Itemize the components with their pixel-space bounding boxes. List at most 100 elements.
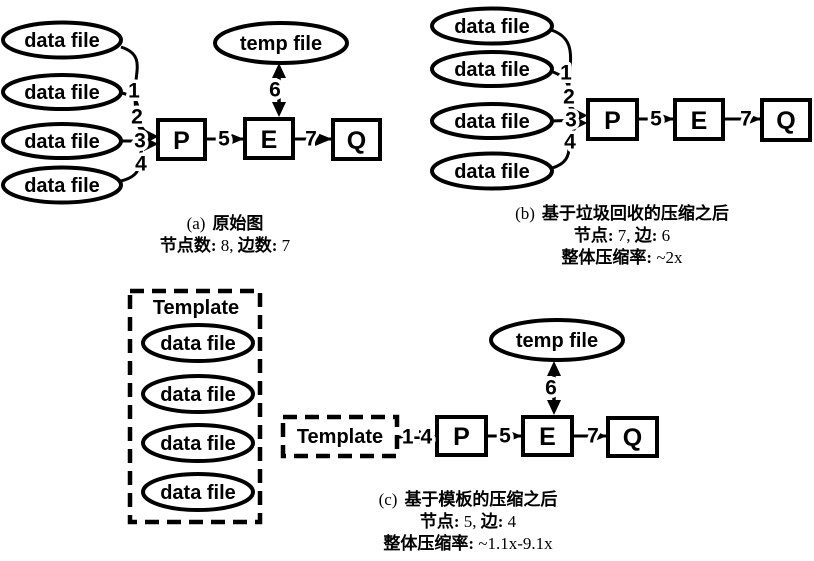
caption-b-ratio-line: 整体压缩率: ~2x bbox=[487, 247, 757, 269]
node-data-file-label: data file bbox=[24, 131, 100, 153]
caption-b-stat1-value: 7, bbox=[617, 226, 635, 245]
caption-a-stat1-value: 8, bbox=[220, 236, 238, 255]
edge-3-label: 3 bbox=[134, 130, 146, 153]
figure-b-gc-compressed: data file data file data file data file … bbox=[430, 6, 812, 191]
node-e bbox=[673, 98, 725, 141]
node-q-label: Q bbox=[776, 107, 795, 135]
caption-a-stat2-label: 边数: bbox=[237, 236, 282, 255]
node-data-file bbox=[141, 374, 255, 414]
template-container-box bbox=[127, 288, 263, 525]
caption-c-ratio-line: 整体压缩率: ~1.1x-9.1x bbox=[333, 533, 603, 555]
arrowhead-into-p bbox=[144, 137, 159, 151]
caption-b-title-line: (b) 基于垃圾回收的压缩之后 bbox=[487, 203, 757, 225]
node-q-label: Q bbox=[623, 424, 642, 452]
node-data-file bbox=[430, 6, 554, 46]
figure-c-template-compressed: Template data file data file data file d… bbox=[127, 288, 659, 525]
edge-2-path bbox=[121, 91, 150, 141]
caption-c-stat2-label: 边: bbox=[480, 512, 508, 531]
edge-7-label: 7 bbox=[305, 128, 317, 151]
caption-c-ratio-value: ~1.1x-9.1x bbox=[478, 534, 553, 553]
caption-b-stat2-label: 边: bbox=[634, 226, 662, 245]
node-data-file-label: data file bbox=[454, 59, 530, 81]
caption-a: (a)原始图 节点数: 8, 边数: 7 bbox=[90, 213, 360, 257]
caption-c: (c) 基于模板的压缩之后 节点: 5, 边: 4 整体压缩率: ~1.1x-9.… bbox=[333, 489, 603, 555]
node-data-file bbox=[141, 472, 255, 512]
caption-b-ratio-value: ~2x bbox=[656, 248, 683, 267]
edge-1-label: 1 bbox=[560, 62, 572, 85]
node-data-file-label: data file bbox=[24, 175, 100, 197]
caption-c-index: (c) bbox=[378, 490, 398, 509]
edge-3-label: 3 bbox=[565, 109, 577, 132]
arrowhead-into-p bbox=[573, 116, 588, 130]
node-q bbox=[760, 98, 812, 142]
caption-b: (b) 基于垃圾回收的压缩之后 节点: 7, 边: 6 整体压缩率: ~2x bbox=[487, 203, 757, 269]
caption-b-stat1-label: 节点: bbox=[573, 226, 618, 245]
node-q-label: Q bbox=[347, 127, 366, 155]
node-data-file bbox=[141, 423, 255, 463]
caption-a-stat1-label: 节点数: bbox=[159, 236, 221, 255]
edge-7-label: 7 bbox=[587, 425, 599, 448]
node-p-label: P bbox=[453, 423, 470, 451]
node-data-file-label: data file bbox=[454, 16, 530, 38]
node-e bbox=[521, 415, 574, 457]
node-data-file-label: data file bbox=[160, 384, 236, 406]
node-data-file-label: data file bbox=[454, 111, 530, 133]
caption-a-stat2-value: 7 bbox=[281, 236, 291, 255]
edge-6-label: 6 bbox=[269, 79, 281, 102]
edge-6-label: 6 bbox=[545, 377, 557, 400]
edge-1-4-label: 1-4 bbox=[402, 426, 433, 449]
node-temp-file bbox=[213, 21, 349, 65]
node-data-file-label: data file bbox=[160, 333, 236, 355]
caption-c-stat1-value: 5, bbox=[463, 512, 481, 531]
node-temp-file bbox=[489, 318, 625, 362]
node-e bbox=[243, 117, 295, 160]
caption-b-stats-line: 节点: 7, 边: 6 bbox=[487, 225, 757, 247]
caption-c-stat1-label: 节点: bbox=[419, 512, 464, 531]
node-template bbox=[280, 414, 400, 459]
node-data-file bbox=[1, 20, 123, 60]
caption-a-title-line: (a)原始图 bbox=[90, 213, 360, 235]
arrowhead-down bbox=[547, 400, 561, 415]
node-p bbox=[435, 415, 488, 457]
edge-5-label: 5 bbox=[499, 425, 511, 448]
edge-5-label: 5 bbox=[218, 128, 230, 151]
node-data-file-label: data file bbox=[160, 482, 236, 504]
node-data-file bbox=[1, 73, 123, 111]
arrowhead-up bbox=[547, 361, 561, 376]
node-data-file-label: data file bbox=[454, 161, 530, 183]
arrowhead-down bbox=[272, 102, 286, 117]
node-p bbox=[156, 118, 207, 161]
node-data-file bbox=[141, 323, 255, 363]
node-p-label: P bbox=[604, 107, 621, 135]
node-data-file bbox=[430, 50, 554, 88]
node-e-label: E bbox=[539, 423, 556, 451]
node-p bbox=[586, 98, 639, 141]
edge-5-label: 5 bbox=[650, 108, 662, 131]
caption-b-title: 基于垃圾回收的压缩之后 bbox=[541, 204, 729, 223]
edge-4-label: 4 bbox=[564, 131, 576, 154]
node-data-file-label: data file bbox=[160, 433, 236, 455]
edge-2-label: 2 bbox=[131, 106, 143, 129]
arrowhead-up bbox=[272, 63, 286, 78]
caption-c-title: 基于模板的压缩之后 bbox=[404, 490, 558, 509]
node-p-label: P bbox=[173, 127, 190, 155]
node-data-file bbox=[1, 165, 123, 205]
node-data-file bbox=[430, 102, 554, 140]
caption-a-index: (a) bbox=[186, 214, 206, 233]
node-data-file-label: data file bbox=[24, 82, 100, 104]
template-container-label: Template bbox=[153, 297, 239, 319]
caption-c-ratio-label: 整体压缩率: bbox=[383, 534, 479, 553]
caption-c-stats-line: 节点: 5, 边: 4 bbox=[333, 511, 603, 533]
node-temp-file-label: temp file bbox=[240, 33, 322, 55]
node-data-file bbox=[1, 122, 123, 160]
edge-4-label: 4 bbox=[135, 153, 147, 176]
caption-b-stat2-value: 6 bbox=[661, 226, 671, 245]
node-temp-file-label: temp file bbox=[516, 330, 598, 352]
caption-b-index: (b) bbox=[515, 204, 535, 223]
caption-c-stat2-value: 4 bbox=[507, 512, 517, 531]
node-q bbox=[606, 416, 659, 458]
node-template-label: Template bbox=[297, 426, 383, 448]
edge-1-label: 1 bbox=[128, 80, 140, 103]
